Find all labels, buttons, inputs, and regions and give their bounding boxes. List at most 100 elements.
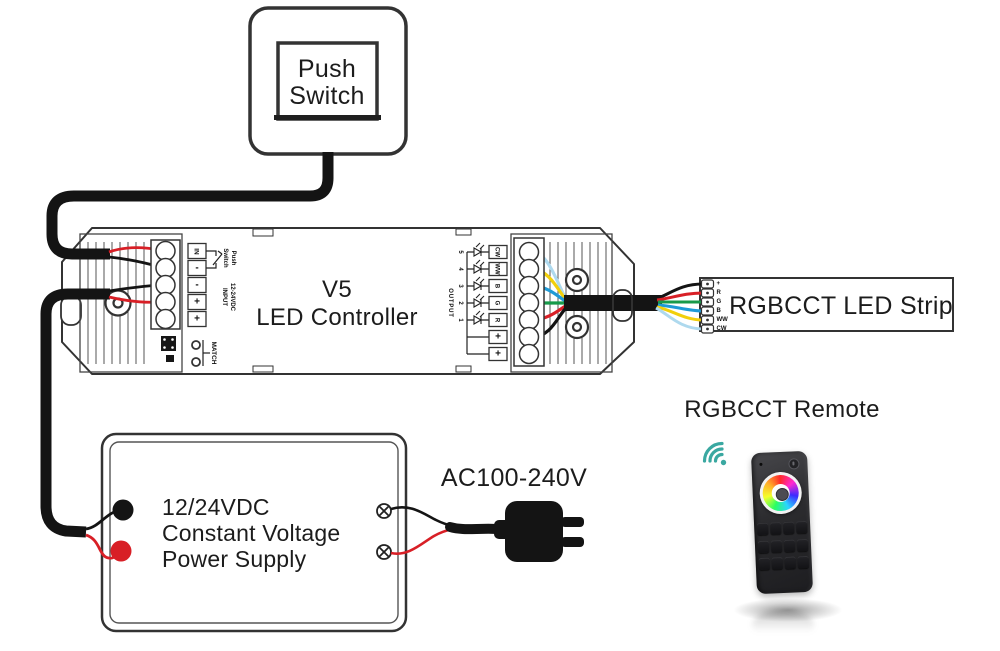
wire-cool-white xyxy=(655,306,704,331)
terminal-circle xyxy=(518,258,540,280)
terminal-circle xyxy=(155,308,176,330)
output-label: WW xyxy=(494,263,500,275)
terminal-circle xyxy=(155,240,176,262)
plug-prong xyxy=(561,537,584,547)
wire-red xyxy=(656,291,704,302)
led-symbol-icon xyxy=(473,310,485,325)
match-label: MATCH xyxy=(210,342,217,365)
output-terminal-block xyxy=(513,237,545,367)
channel-number: 1 xyxy=(457,318,463,322)
remote-button xyxy=(770,540,783,553)
match-button-icon: MATCH xyxy=(191,340,217,367)
push-switch-label: Push xyxy=(298,55,356,83)
strip-pad-label: G xyxy=(717,299,722,305)
screw-right-top xyxy=(564,267,590,293)
push-switch-base xyxy=(274,115,381,120)
controller-title: LED Controller xyxy=(256,304,418,331)
input-terminal-block xyxy=(150,239,181,330)
power-cord xyxy=(445,522,503,535)
input-voltage-note: INPUT xyxy=(221,288,227,306)
terminal-circle xyxy=(155,257,176,279)
psu-inner xyxy=(109,441,399,624)
psu-outer xyxy=(100,432,408,633)
led-strip: + R G B WW CW RGBCCT LED Strip xyxy=(655,277,954,334)
strip-pad-label: + xyxy=(717,281,721,287)
output-label-box xyxy=(488,261,508,277)
psu-terminal-black xyxy=(112,499,134,521)
input-label: IN xyxy=(193,248,200,255)
remote-button xyxy=(771,557,784,570)
output-title: OUTPUT xyxy=(447,288,453,317)
led-symbol-icon xyxy=(473,276,485,291)
terminal-circle xyxy=(518,309,540,331)
plug-prong xyxy=(561,517,584,527)
psu-screw-terminal-bottom xyxy=(376,544,392,560)
output-label-box xyxy=(488,312,508,328)
psu-screw-terminal-top xyxy=(376,503,392,519)
output-label: + xyxy=(495,332,501,343)
strip-wires xyxy=(655,282,704,331)
push-switch-inner xyxy=(276,41,379,121)
panel-left xyxy=(79,233,183,373)
output-label: G xyxy=(494,301,500,306)
wifi-icon xyxy=(702,441,727,466)
push-switch-label: Switch xyxy=(289,82,364,110)
terminal-circle xyxy=(518,241,540,263)
remote-button xyxy=(783,539,796,552)
terminal-circle xyxy=(155,291,176,313)
led-symbol-icon xyxy=(473,259,485,274)
cable-psu-to-controller xyxy=(40,288,110,538)
output-label: CW xyxy=(494,247,500,257)
psu-terminal-red xyxy=(110,540,132,562)
remote-led-dot xyxy=(759,462,763,466)
case-notch xyxy=(252,228,274,237)
switch-symbol-icon xyxy=(206,250,223,269)
strip-pads: + R G B WW CW xyxy=(700,279,728,334)
input-voltage-note: 12-24VDC xyxy=(229,283,235,312)
wire-warm-white xyxy=(656,305,704,322)
ac-plug: AC100-240V xyxy=(390,464,587,562)
remote-reflection xyxy=(752,610,814,640)
input-label: + xyxy=(194,314,200,325)
channel-number: 2 xyxy=(457,301,463,305)
remote-button xyxy=(758,557,771,571)
remote-button xyxy=(769,522,782,535)
output-label: + xyxy=(495,349,501,360)
output-label-box xyxy=(488,329,508,345)
remote-button xyxy=(797,555,810,569)
strip-pad-label: R xyxy=(717,290,722,296)
input-label-box xyxy=(187,293,207,311)
output-label-box xyxy=(488,278,508,294)
output-labels: CW WW B G R + + xyxy=(488,244,508,362)
input-label: + xyxy=(194,297,200,308)
ac-label: AC100-240V xyxy=(441,464,587,492)
output-label-box xyxy=(488,244,508,260)
power-button xyxy=(788,458,800,470)
remote-button xyxy=(795,520,808,534)
channel-number: 4 xyxy=(457,267,463,271)
push-switch: Push Switch xyxy=(248,6,408,156)
remote-body xyxy=(750,450,814,595)
terminal-circle xyxy=(518,292,540,314)
terminal-circle xyxy=(518,343,540,365)
strip-title: RGBCCT LED Strip xyxy=(729,292,953,320)
input-label: - xyxy=(195,280,198,291)
led-symbol-icon xyxy=(473,242,485,257)
input-label-box xyxy=(187,310,207,328)
remote-title: RGBCCT Remote xyxy=(684,396,880,423)
output-label-box xyxy=(488,295,508,311)
screw-right-bottom xyxy=(564,314,590,340)
remote-button xyxy=(796,538,809,552)
input-labels: IN - - + + Switch Push INPUT 12-24VDC xyxy=(187,242,236,328)
remote-shadow xyxy=(733,598,843,622)
controller-title: V5 xyxy=(322,276,352,303)
cable-switch-to-controller xyxy=(46,152,334,260)
terminal-circle xyxy=(518,326,540,348)
led-symbols xyxy=(473,242,485,325)
color-wheel-center xyxy=(774,487,789,501)
mounting-slot-left xyxy=(60,295,82,326)
plug-body xyxy=(505,501,563,562)
case-notch xyxy=(455,365,472,373)
